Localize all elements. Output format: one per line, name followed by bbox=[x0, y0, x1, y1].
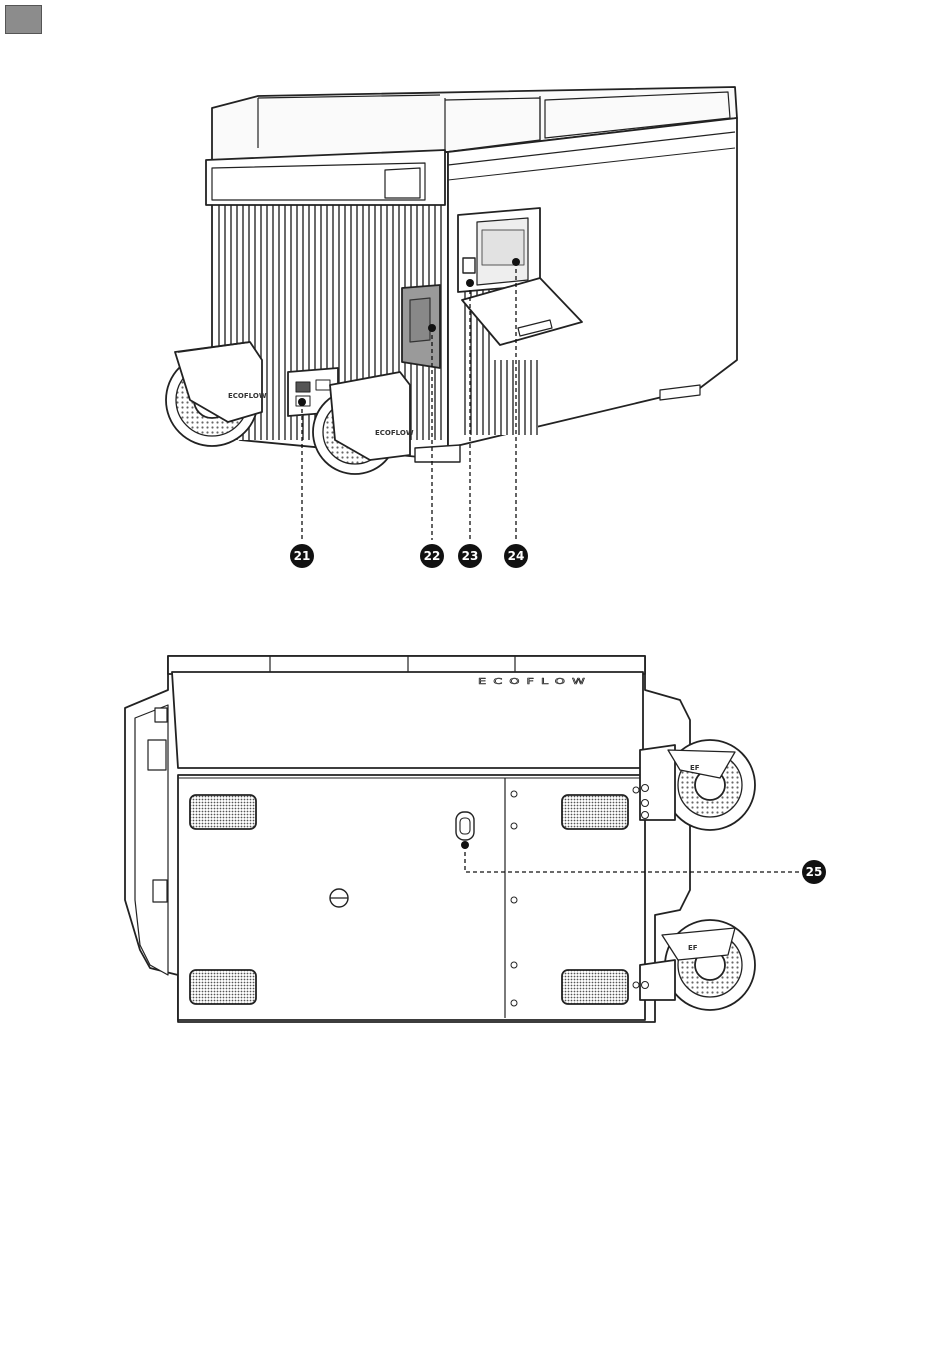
top-figure-fridge-angled-view: ECOFLOW ECOFLOW bbox=[166, 87, 737, 474]
right-wheel-badge: ECOFLOW bbox=[375, 429, 414, 437]
callout-22: 22 bbox=[420, 544, 444, 568]
callout-25-label: 25 bbox=[806, 865, 823, 879]
upper-wheel-mark: EF bbox=[690, 764, 700, 772]
callout-23: 23 bbox=[458, 544, 482, 568]
callout-24-label: 24 bbox=[508, 549, 525, 563]
callout-21: 21 bbox=[290, 544, 314, 568]
brand-logo-text: ECOFLOW bbox=[478, 677, 592, 686]
bottom-figure-fridge-underside-view: ECOFLOW EF bbox=[125, 656, 755, 1022]
callout-25: 25 bbox=[802, 860, 826, 884]
lower-wheel-mark: EF bbox=[688, 944, 698, 952]
callout-23-label: 23 bbox=[462, 549, 479, 563]
callout-24: 24 bbox=[504, 544, 528, 568]
callout-21-label: 21 bbox=[294, 549, 311, 563]
callout-22-label: 22 bbox=[424, 549, 441, 563]
left-wheel-badge: ECOFLOW bbox=[228, 392, 267, 400]
